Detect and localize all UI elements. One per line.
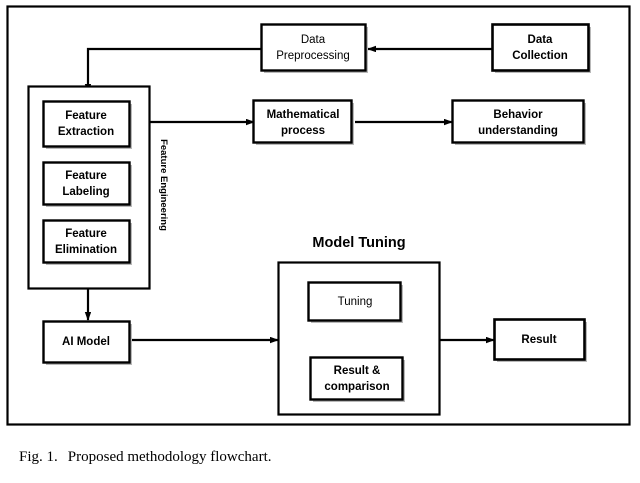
node-behavior-understanding[interactable] [451, 99, 585, 144]
node-data-preprocessing[interactable] [260, 23, 367, 72]
node-mathematical-process[interactable] [252, 99, 353, 144]
node-ai-model[interactable] [42, 320, 131, 364]
edge-preprocessing-to-feature-extraction [84, 47, 262, 93]
figure-root: Feature Engineering Model Tuning Data Pr… [6, 5, 631, 465]
node-feature-labeling[interactable] [42, 161, 131, 206]
result-comparison-line2: comparison [324, 381, 389, 393]
mathematical-process-line1: Mathematical [267, 109, 340, 121]
feature-engineering-label: Feature Engineering [158, 139, 169, 231]
feature-labeling-line1: Feature [65, 170, 107, 182]
ai-model-label: AI Model [62, 336, 110, 348]
node-data-collection[interactable] [491, 23, 590, 72]
model-tuning-title: Model Tuning [312, 235, 405, 251]
data-preprocessing-line2: Preprocessing [276, 50, 350, 62]
result-label: Result [521, 334, 556, 346]
data-collection-line1: Data [528, 34, 554, 46]
behavior-understanding-line2: understanding [478, 125, 558, 137]
figure-caption-number: Fig. 1. [19, 449, 58, 465]
result-comparison-line1: Result & [334, 365, 381, 377]
node-feature-elimination[interactable] [42, 219, 131, 264]
feature-elimination-line2: Elimination [55, 244, 117, 256]
figure-caption-text: Proposed methodology flowchart. [67, 449, 272, 465]
methodology-flowchart: Feature Engineering Model Tuning Data Pr… [6, 5, 631, 426]
feature-extraction-line1: Feature [65, 110, 107, 122]
node-result-comparison[interactable] [309, 356, 404, 401]
behavior-understanding-line1: Behavior [493, 109, 543, 121]
feature-extraction-line2: Extraction [58, 126, 114, 138]
feature-labeling-line2: Labeling [62, 186, 109, 198]
tuning-label: Tuning [338, 296, 373, 308]
mathematical-process-line2: process [281, 125, 325, 137]
node-tuning[interactable] [307, 281, 402, 322]
feature-elimination-line1: Feature [65, 228, 107, 240]
data-collection-line2: Collection [512, 50, 568, 62]
figure-caption: Fig. 1. Proposed methodology flowchart. [4, 432, 271, 483]
data-preprocessing-line1: Data [301, 34, 326, 46]
node-result[interactable] [493, 318, 586, 361]
node-feature-extraction[interactable] [42, 100, 131, 148]
